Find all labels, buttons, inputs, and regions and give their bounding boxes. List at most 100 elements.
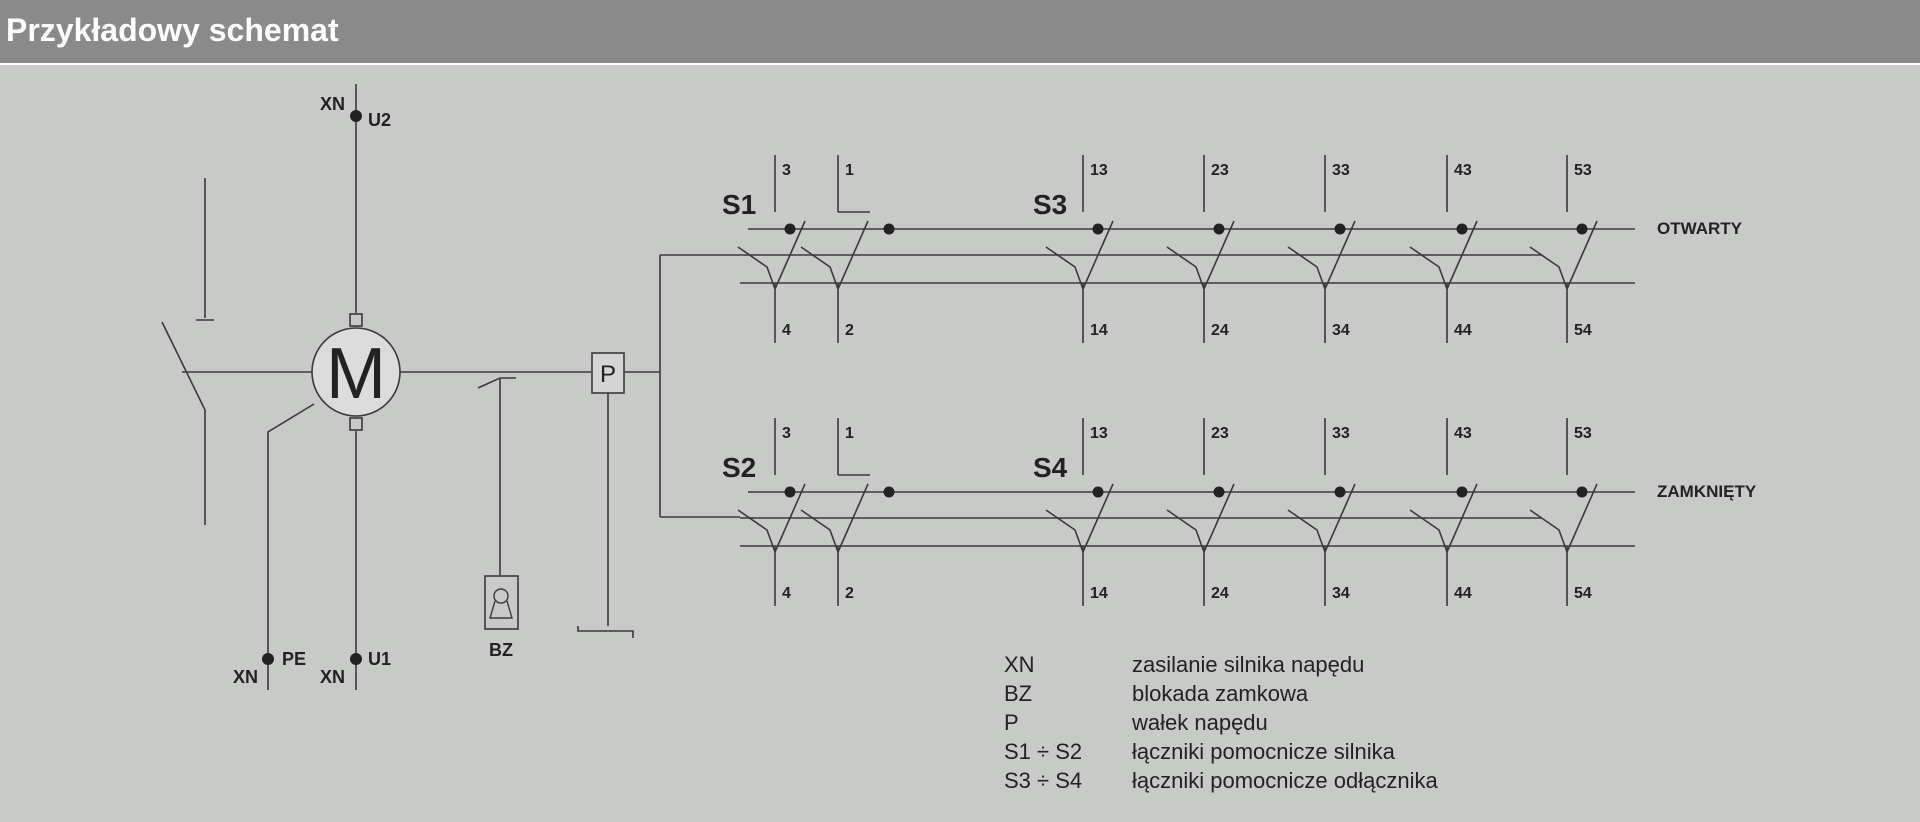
terminal-label-top: 33	[1332, 425, 1350, 442]
label-p: P	[600, 361, 616, 388]
switch-blade-arm	[1082, 483, 1114, 553]
contact-dot	[1576, 223, 1588, 235]
switch-blade-arm	[774, 220, 806, 290]
terminal-label-top: 33	[1332, 162, 1350, 179]
legend-desc: blokada zamkowa	[1132, 681, 1309, 706]
switch-blade-arm	[1324, 483, 1356, 553]
switch-group-label: S1	[722, 189, 756, 220]
switch-blade-arm	[774, 483, 806, 553]
switch-blade	[1166, 509, 1205, 553]
switch-blade	[1287, 246, 1326, 290]
terminal-label-bottom: 2	[845, 585, 854, 602]
switch-blade-arm	[1203, 483, 1235, 553]
terminal-label-bottom: 2	[845, 322, 854, 339]
switch-blade-arm	[1566, 220, 1598, 290]
bz-latch	[477, 377, 516, 389]
switch-blade-arm	[1203, 220, 1235, 290]
switch-blade	[1045, 246, 1084, 290]
legend-code: S1 ÷ S2	[1004, 739, 1083, 764]
manual-switch-blade	[161, 321, 206, 411]
terminal-label-bottom: 54	[1574, 322, 1592, 339]
switch-blade	[1287, 509, 1326, 553]
terminal-label-bottom: 14	[1090, 585, 1108, 602]
contact-dot	[1334, 486, 1346, 498]
switch-group-label: S3	[1033, 189, 1067, 220]
keyhole-icon	[489, 588, 513, 619]
switch-blade-arm	[1446, 220, 1478, 290]
label-pe: PE	[282, 649, 306, 669]
terminal-label-bottom: 44	[1454, 322, 1472, 339]
switch-blade-arm	[837, 220, 869, 290]
switch-blade	[800, 246, 839, 290]
contact-dot	[1092, 486, 1104, 498]
switch-blade-arm	[837, 483, 869, 553]
switch-blade	[737, 246, 776, 290]
legend-code: S3 ÷ S4	[1004, 768, 1083, 793]
terminal-label-top: 3	[782, 162, 791, 179]
page-title: Przykładowy schemat	[6, 12, 339, 48]
label-xn-bottom-left: XN	[233, 667, 258, 687]
contact-dot	[1092, 223, 1104, 235]
terminal-pe-dot	[262, 653, 274, 665]
terminal-label-bottom: 4	[782, 585, 791, 602]
switch-blade-arm	[1446, 483, 1478, 553]
legend-row: S3 ÷ S4 łączniki pomocnicze odłącznika	[1004, 766, 1438, 795]
terminal-label-bottom: 24	[1211, 585, 1229, 602]
terminal-label-top: 1	[845, 425, 854, 442]
label-u2: U2	[368, 110, 391, 130]
contact-dot	[1456, 223, 1468, 235]
switch-blade	[1529, 246, 1568, 290]
terminal-label-top: 23	[1211, 162, 1229, 179]
bz-box	[484, 575, 519, 630]
switch-blade-arm	[1566, 483, 1598, 553]
legend-code: BZ	[1004, 681, 1033, 706]
switch-blade	[1045, 509, 1084, 553]
header-bar: Przykładowy schemat	[0, 0, 1920, 65]
terminal-u2-dot	[350, 110, 362, 122]
legend-desc: wałek napędu	[1132, 710, 1268, 735]
terminal-label-bottom: 34	[1332, 585, 1350, 602]
contact-dot	[1456, 486, 1468, 498]
terminal-label-top: 53	[1574, 425, 1592, 442]
state-label: OTWARTY	[1657, 219, 1743, 238]
legend-desc: łączniki pomocnicze odłącznika	[1132, 768, 1438, 793]
terminal-label-top: 13	[1090, 425, 1108, 442]
switch-blade	[1409, 509, 1448, 553]
terminal-label-bottom: 34	[1332, 322, 1350, 339]
motor-bottom-terminal	[349, 417, 363, 431]
terminal-label-top: 3	[782, 425, 791, 442]
legend-row: S1 ÷ S2 łączniki pomocnicze silnika	[1004, 737, 1438, 766]
state-label: ZAMKNIĘTY	[1657, 482, 1757, 501]
switch-blade	[1529, 509, 1568, 553]
contact-dot	[1213, 223, 1225, 235]
terminal-label-top: 43	[1454, 425, 1472, 442]
legend-desc: łączniki pomocnicze silnika	[1132, 739, 1395, 764]
contact-dot	[883, 223, 895, 235]
terminal-label-top: 43	[1454, 162, 1472, 179]
switch-blade	[800, 509, 839, 553]
terminal-label-top: 1	[845, 162, 854, 179]
terminal-label-bottom: 54	[1574, 585, 1592, 602]
legend-row: BZ blokada zamkowa	[1004, 679, 1438, 708]
label-xn-bottom-mid: XN	[320, 667, 345, 687]
contact-dot	[1576, 486, 1588, 498]
contact-dot	[883, 486, 895, 498]
motor-symbol: M	[326, 334, 386, 414]
label-bz: BZ	[489, 640, 513, 660]
label-xn-top: XN	[320, 94, 345, 114]
terminal-u1-dot	[350, 653, 362, 665]
legend-desc: zasilanie silnika napędu	[1132, 652, 1365, 677]
contact-dot	[784, 486, 796, 498]
contact-dot	[784, 223, 796, 235]
switch-group-label: S4	[1033, 452, 1068, 483]
terminal-label-bottom: 14	[1090, 322, 1108, 339]
terminal-label-bottom: 4	[782, 322, 791, 339]
contact-dot	[1213, 486, 1225, 498]
switch-blade	[737, 509, 776, 553]
switch-blade-arm	[1324, 220, 1356, 290]
switch-group-label: S2	[722, 452, 756, 483]
pe-wire	[267, 403, 315, 690]
